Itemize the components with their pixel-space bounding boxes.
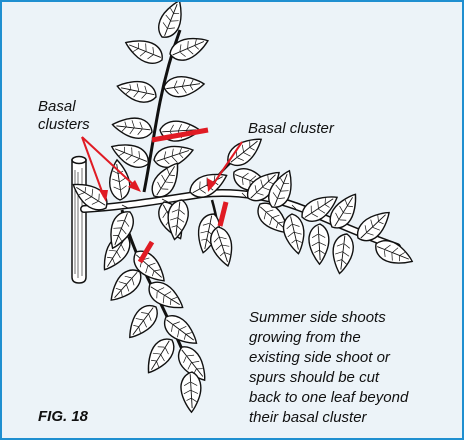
support-stake xyxy=(72,157,86,284)
label-basal-cluster: Basal cluster xyxy=(248,120,334,138)
label-basal-clusters: Basal clusters xyxy=(38,98,90,134)
figure-number: FIG. 18 xyxy=(38,408,88,425)
caption: Summer side shoots growing from the exis… xyxy=(249,308,408,428)
upward-side-shoot xyxy=(108,2,212,192)
cut-marker-right xyxy=(220,202,226,226)
